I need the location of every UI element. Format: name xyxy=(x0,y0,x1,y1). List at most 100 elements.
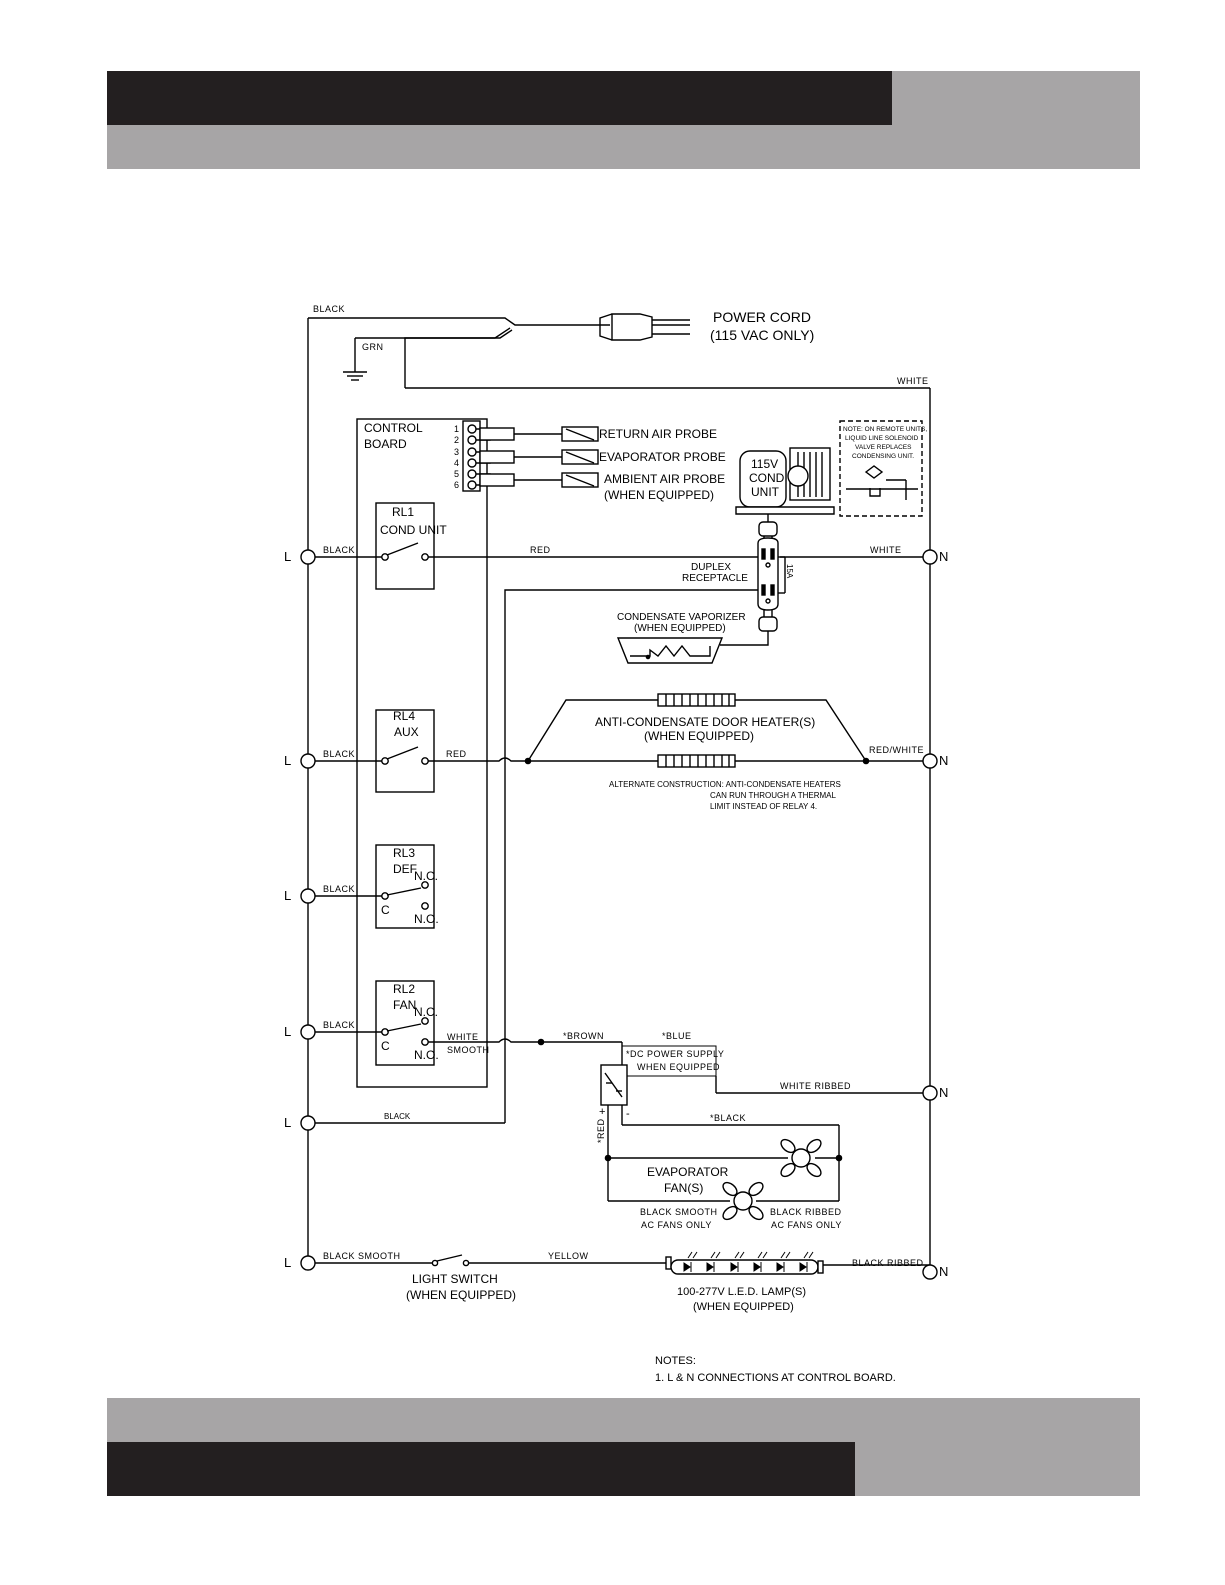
probes xyxy=(476,426,599,488)
l-label-1: L xyxy=(284,549,291,564)
light-switch-line1: LIGHT SWITCH xyxy=(412,1272,498,1286)
terminal-6: 6 xyxy=(454,480,459,490)
wire-red-rl4: RED xyxy=(446,749,467,759)
fan-icon xyxy=(780,1138,822,1178)
l-label-3: L xyxy=(284,888,291,903)
probe-when-equipped: (WHEN EQUIPPED) xyxy=(604,488,714,502)
duplex-line1: DUPLEX xyxy=(691,562,731,573)
power-cord-subtitle: (115 VAC ONLY) xyxy=(710,327,814,343)
dc-power-supply xyxy=(600,1042,930,1202)
wire-black-rl3: BLACK xyxy=(323,884,355,894)
cond-unit-line3: UNIT xyxy=(751,485,780,499)
light-switch-line2: (WHEN EQUIPPED) xyxy=(406,1288,516,1302)
dc-power-line1: *DC POWER SUPPLY xyxy=(626,1049,724,1059)
vaporizer-line1: CONDENSATE VAPORIZER xyxy=(617,612,746,623)
wire-white-ribbed: WHITE RIBBED xyxy=(780,1081,851,1091)
notes-title: NOTES: xyxy=(655,1355,696,1367)
terminal-3: 3 xyxy=(454,447,459,457)
condensate-vaporizer xyxy=(616,610,778,664)
wire-black-dc: *BLACK xyxy=(710,1113,746,1123)
l-label-4: L xyxy=(284,1024,291,1039)
duplex-side: 15A xyxy=(785,564,794,579)
cond-unit-line1: 115V xyxy=(751,457,778,471)
wire-black-ribbed-fan: BLACK RIBBED xyxy=(770,1207,842,1217)
relay-rl2 xyxy=(308,980,717,1077)
l-label-2: L xyxy=(284,753,291,768)
wire-blue: *BLUE xyxy=(662,1031,692,1041)
n-label-4: N xyxy=(939,1264,948,1279)
led-diodes xyxy=(683,1251,814,1272)
door-heater-line2: (WHEN EQUIPPED) xyxy=(644,729,754,743)
n-label-1: N xyxy=(939,549,948,564)
terminal-5: 5 xyxy=(454,469,459,479)
wire-black-ribbed-light: BLACK RIBBED xyxy=(852,1258,924,1268)
main-wiring xyxy=(307,317,931,1263)
probe-evaporator: EVAPORATOR PROBE xyxy=(599,450,726,464)
cond-unit-line2: COND xyxy=(749,471,785,485)
remote-note-2: LIQUID LINE SOLENOID xyxy=(845,435,919,442)
probe-return-air: RETURN AIR PROBE xyxy=(599,427,717,441)
rl2-c: C xyxy=(381,1039,390,1053)
rl3-label: DEF xyxy=(393,862,417,876)
power-plug-icon xyxy=(599,313,690,341)
wire-black-l6: BLACK xyxy=(384,1112,411,1121)
l-terminals xyxy=(300,549,316,1271)
rl3-c: C xyxy=(381,903,390,917)
rl4-label: AUX xyxy=(394,725,419,739)
relay-rl3 xyxy=(308,844,435,929)
wire-yellow: YELLOW xyxy=(548,1251,589,1261)
wire-black-rl4: BLACK xyxy=(323,749,355,759)
control-board-title-1: CONTROL xyxy=(364,421,423,435)
duplex-line2: RECEPTACLE xyxy=(682,573,748,584)
wire-black-smooth-light: BLACK SMOOTH xyxy=(323,1251,401,1261)
remote-note-1: NOTE: ON REMOTE UNITS, xyxy=(843,426,927,433)
dc-power-line2: WHEN EQUIPPED xyxy=(637,1062,720,1072)
door-heater-line1: ANTI-CONDENSATE DOOR HEATER(S) xyxy=(595,715,815,729)
n-label-3: N xyxy=(939,1085,948,1100)
remote-note-4: CONDENSING UNIT. xyxy=(852,453,914,460)
control-board-title-2: BOARD xyxy=(364,437,407,451)
notes-item1: 1. L & N CONNECTIONS AT CONTROL BOARD. xyxy=(655,1372,896,1384)
rl3-name: RL3 xyxy=(393,846,415,860)
dc-minus: - xyxy=(626,1108,630,1120)
alternate-line3: LIMIT INSTEAD OF RELAY 4. xyxy=(710,802,817,811)
wire-red-dc: *RED xyxy=(596,1118,606,1143)
wire-ac-fans-2: AC FANS ONLY xyxy=(771,1220,842,1230)
condensing-unit xyxy=(735,420,923,517)
rl4-name: RL4 xyxy=(393,709,415,723)
wire-white-top: WHITE xyxy=(897,376,929,386)
light-circuit xyxy=(308,1254,931,1275)
power-cord-title: POWER CORD xyxy=(713,309,811,325)
evap-fans-line2: FAN(S) xyxy=(664,1181,703,1195)
wire-white-smooth-2: SMOOTH xyxy=(447,1045,490,1055)
wire-red-rl1: RED xyxy=(530,545,551,555)
wire-grn: GRN xyxy=(362,342,384,352)
wire-ac-fans-1: AC FANS ONLY xyxy=(641,1220,712,1230)
l-label-5: L xyxy=(284,1115,291,1130)
alternate-line1: ALTERNATE CONSTRUCTION: ANTI-CONDENSATE … xyxy=(609,780,841,789)
duplex-receptacle xyxy=(504,537,786,1123)
n-terminals xyxy=(922,549,938,1280)
terminal-1: 1 xyxy=(454,424,459,434)
n-label-2: N xyxy=(939,753,948,768)
wire-black-smooth-fan: BLACK SMOOTH xyxy=(640,1207,718,1217)
wire-black-rl1: BLACK xyxy=(323,545,355,555)
alternate-line2: CAN RUN THROUGH A THERMAL xyxy=(710,791,836,800)
terminal-2: 2 xyxy=(454,435,459,445)
wire-black-top: BLACK xyxy=(313,304,345,314)
vaporizer-line2: (WHEN EQUIPPED) xyxy=(634,623,726,634)
wire-white-rl1: WHITE xyxy=(870,545,902,555)
terminal-4: 4 xyxy=(454,458,459,468)
fan-icon-2 xyxy=(722,1181,764,1221)
probe-ambient-air: AMBIENT AIR PROBE xyxy=(604,472,725,486)
wire-brown: *BROWN xyxy=(563,1031,604,1041)
evap-fans-line1: EVAPORATOR xyxy=(647,1165,729,1179)
rl2-name: RL2 xyxy=(393,982,415,996)
dc-plus: + xyxy=(599,1106,605,1118)
rl3-nc: N.C. xyxy=(414,869,438,883)
header-dark-bar xyxy=(107,71,892,125)
rl2-label: FAN xyxy=(393,998,416,1012)
wire-red-white: RED/WHITE xyxy=(869,745,924,755)
wire-black-rl2: BLACK xyxy=(323,1020,355,1030)
